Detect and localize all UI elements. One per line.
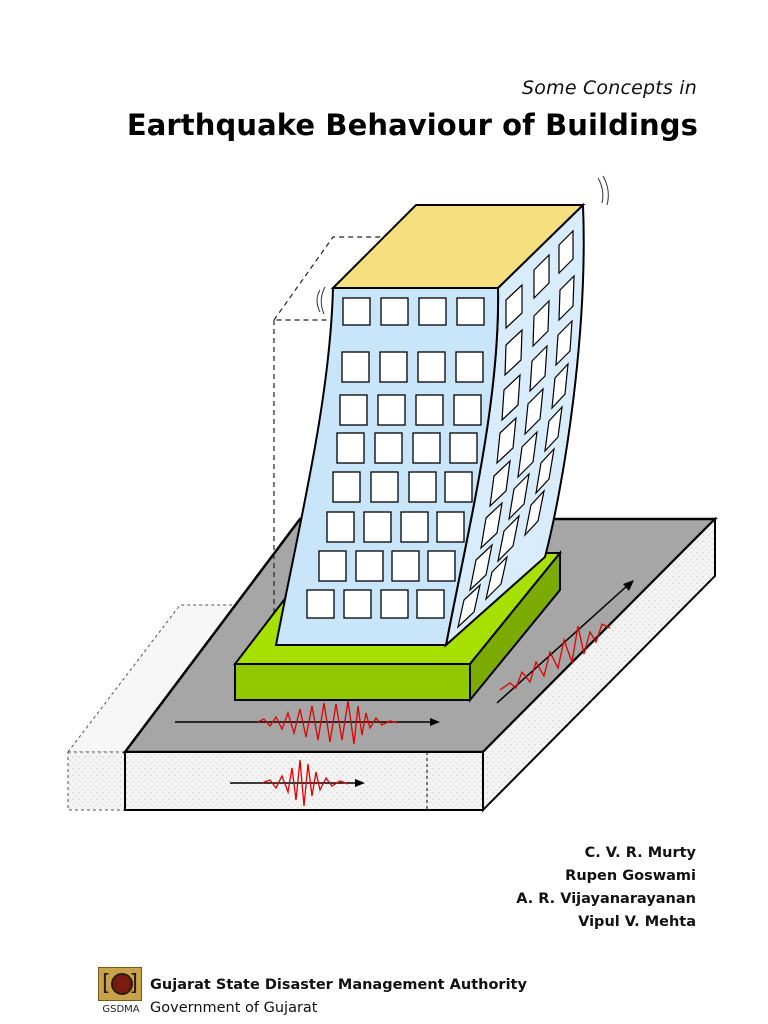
author-name: Rupen Goswami <box>565 868 696 884</box>
front-windows <box>306 297 485 619</box>
organization-block: Gujarat State Disaster Management Author… <box>150 974 527 1020</box>
government-name: Government of Gujarat <box>150 1000 318 1016</box>
ground-motion <box>175 580 634 807</box>
page-title: Earthquake Behaviour of Buildings <box>126 108 698 142</box>
vibration-marks <box>316 175 609 315</box>
logo-emblem-icon: [ ] <box>98 967 142 1001</box>
author-list: C. V. R. Murty Rupen Goswami A. R. Vijay… <box>516 842 696 934</box>
author-name: C. V. R. Murty <box>584 845 696 861</box>
author-name: A. R. Vijayanarayanan <box>516 891 696 907</box>
building <box>274 175 609 648</box>
organization-name: Gujarat State Disaster Management Author… <box>150 977 527 993</box>
subtitle: Some Concepts in <box>522 77 697 99</box>
author-name: Vipul V. Mehta <box>578 914 696 930</box>
logo-text: GSDMA <box>102 1004 140 1015</box>
cover-illustration <box>66 175 719 813</box>
gsdma-logo: [ ] GSDMA <box>95 967 144 1019</box>
side-windows <box>456 229 575 629</box>
